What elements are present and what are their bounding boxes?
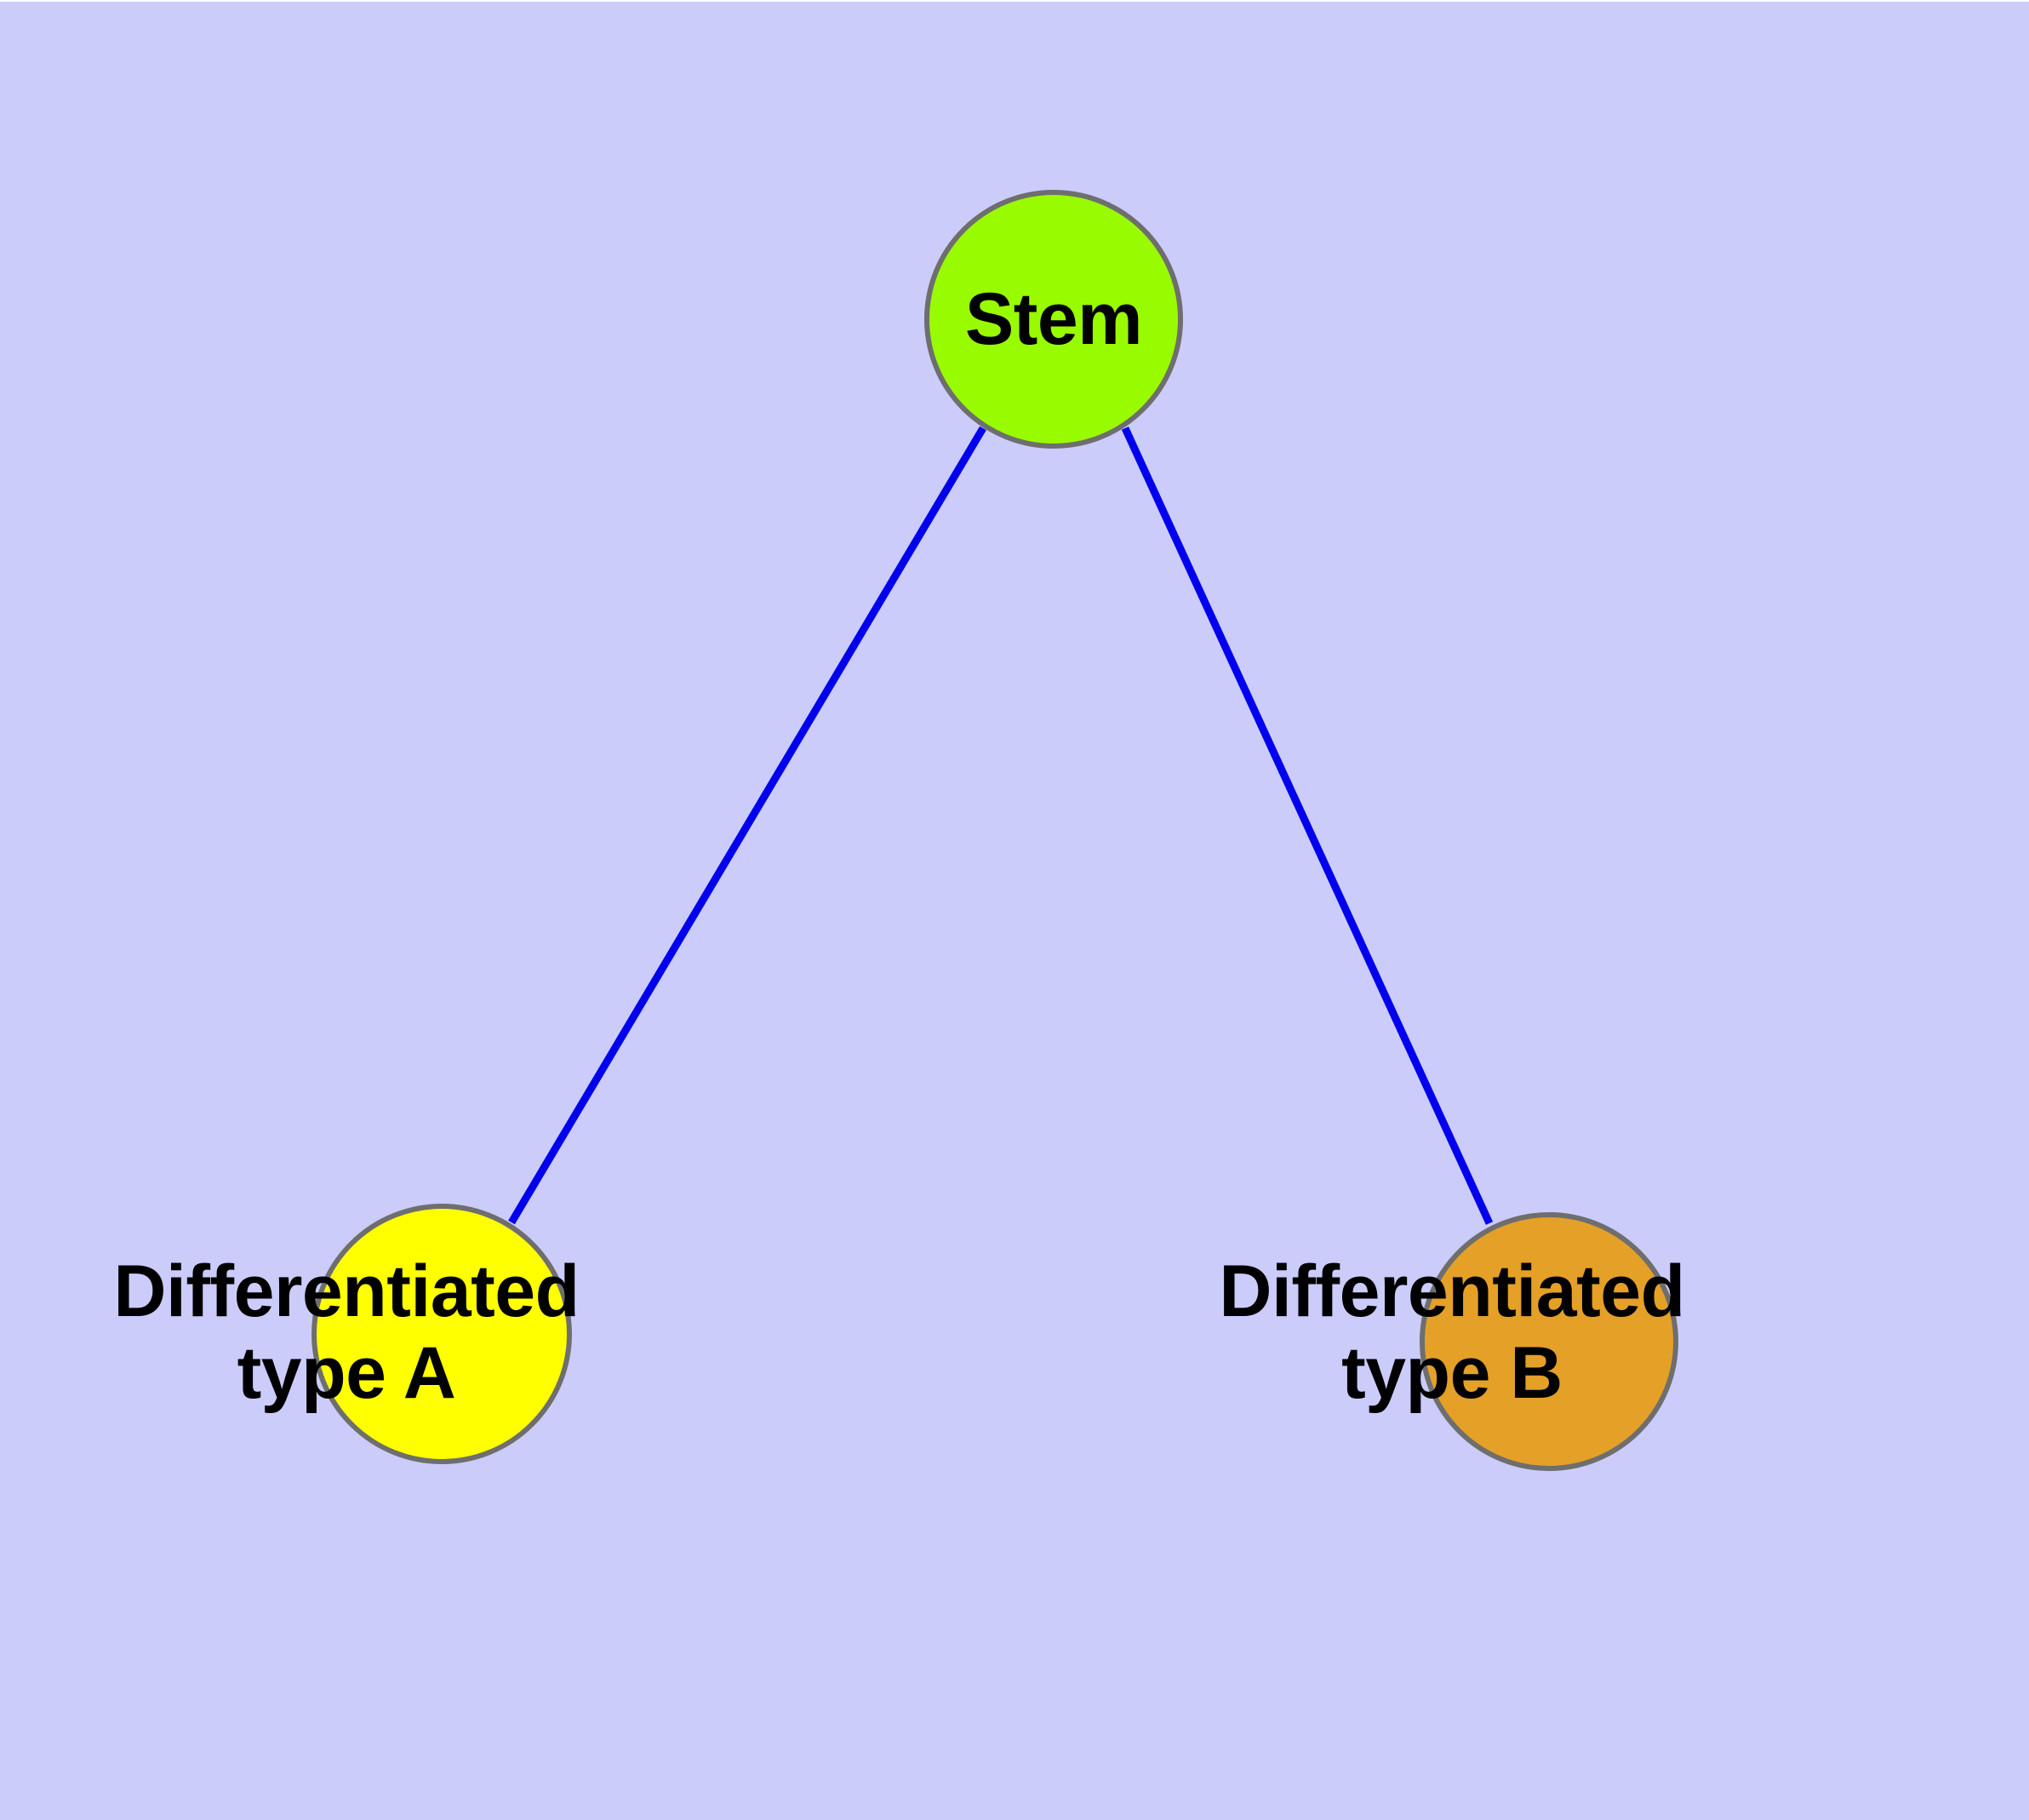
node-differentiated-type-a[interactable] — [311, 1204, 572, 1464]
node-stem[interactable] — [924, 190, 1183, 449]
edge-stem-to-diff-b — [1121, 426, 1494, 1225]
node-differentiated-type-b[interactable] — [1420, 1212, 1678, 1471]
edge-stem-to-diff-a — [508, 426, 986, 1225]
